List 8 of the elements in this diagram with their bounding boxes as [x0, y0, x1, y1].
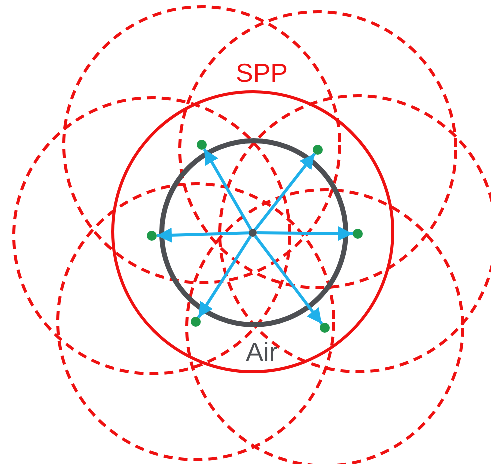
arrow: [156, 228, 250, 243]
arrow: [197, 236, 252, 319]
arrow: [254, 153, 316, 231]
arrow: [256, 226, 354, 242]
arrow: [203, 148, 252, 230]
arrow: [254, 235, 324, 325]
circle-label: Air: [246, 337, 278, 367]
circle-label: SPP: [236, 58, 288, 88]
